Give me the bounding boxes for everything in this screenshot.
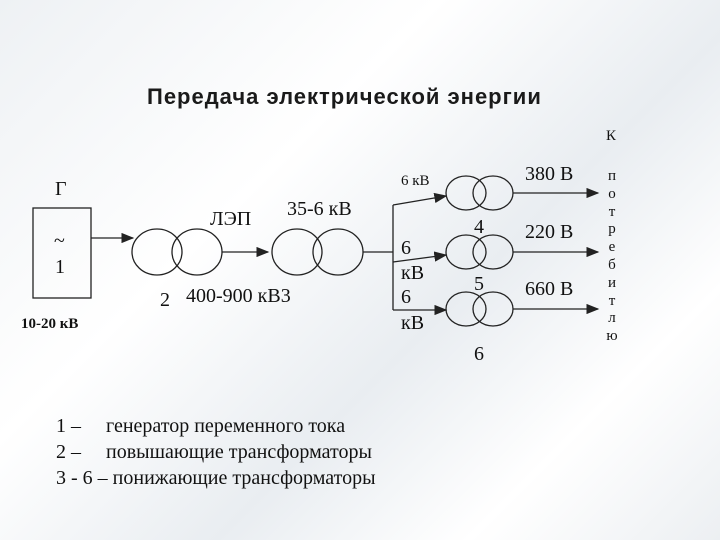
substation-kv-top: 6 кВ [401, 173, 430, 189]
consumer-letter: е [608, 239, 616, 256]
generator-tilde: ~ [54, 230, 65, 252]
substation-kv-mid-3: 6 [401, 286, 411, 308]
legend: 1 – генератор переменного тока 2 – повыш… [56, 413, 376, 491]
transformer-4-secondary [472, 175, 514, 211]
consumer-letter: о [608, 185, 616, 202]
transformer-2-primary [131, 228, 183, 276]
consumer-letter: и [607, 274, 617, 291]
transformer-5-primary [445, 234, 487, 270]
output-voltage-380: 380 В [525, 163, 574, 185]
step-up-voltage: 400-900 кВ3 [186, 285, 291, 307]
consumer-label-top: К [606, 128, 617, 144]
transformer-4-number: 4 [474, 216, 484, 238]
page-title: Передача электрической энергии [147, 84, 542, 109]
transformer-3-primary [271, 228, 323, 276]
generator-voltage: 10-20 кВ [21, 316, 79, 332]
consumer-letter: п [607, 168, 617, 184]
transformer-2-number: 2 [160, 289, 170, 311]
transformer-6-secondary [472, 291, 514, 327]
generator-box [32, 207, 92, 299]
power-line-label: ЛЭП [210, 208, 252, 230]
transformer-3-secondary [312, 228, 364, 276]
arrow-to-t4 [392, 192, 448, 206]
output-voltage-660: 660 В [525, 278, 574, 300]
consumer-letter: б [608, 256, 616, 273]
transformer-2-secondary [171, 228, 223, 276]
generator-name: Г [55, 178, 67, 200]
transformer-6-number: 6 [474, 343, 484, 365]
consumer-letter: т [608, 203, 616, 220]
transformer-5-secondary [472, 234, 514, 270]
legend-item: 1 – генератор переменного тока [56, 415, 346, 437]
consumer-label-vertical: п о т р е б и т л ю [603, 168, 621, 346]
generator-number: 1 [55, 256, 65, 278]
substation-kv-mid-1: 6 [401, 237, 411, 259]
legend-item: 2 – повышающие трансформаторы [56, 441, 372, 463]
consumer-letter: т [608, 292, 616, 309]
voltage-35-6-label: 35-6 кВ [287, 198, 352, 220]
consumer-letter: ю [606, 328, 618, 345]
substation-kv-mid-4: кВ [401, 312, 425, 334]
legend-item: 3 - 6 – понижающие трансформаторы [56, 467, 376, 489]
transformer-6-primary [445, 291, 487, 327]
transformer-5-number: 5 [474, 273, 484, 295]
substation-kv-mid-2: кВ [401, 262, 425, 284]
consumer-letter: р [608, 221, 616, 238]
output-voltage-220: 220 В [525, 221, 574, 243]
arrow-to-t5 [392, 251, 448, 263]
transformer-4-primary [445, 175, 487, 211]
consumer-letter: л [608, 310, 616, 327]
